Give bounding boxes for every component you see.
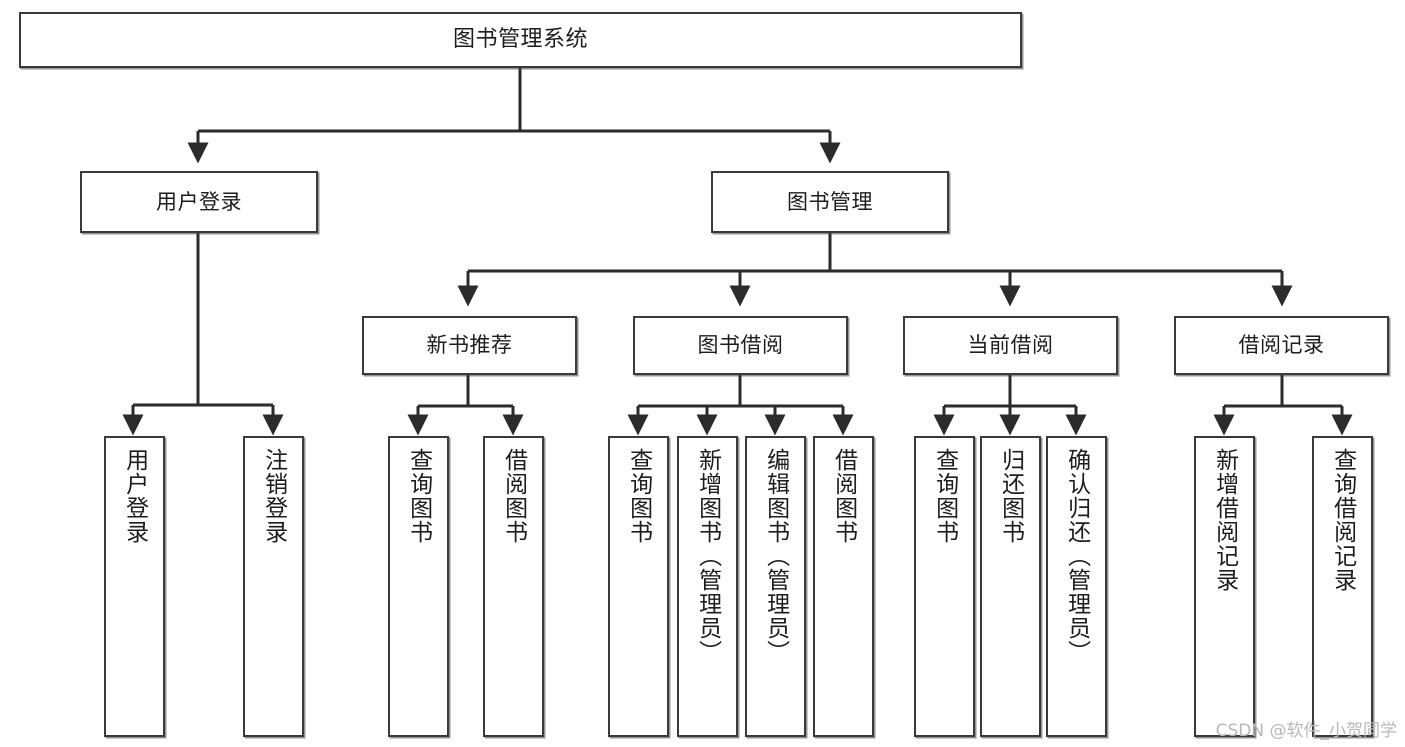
node-new-book-recommend[interactable]: 新书推荐 — [362, 316, 577, 375]
leaf-add-book-admin[interactable]: 新增图书（管理员） — [677, 436, 738, 737]
node-user-login[interactable]: 用户登录 — [80, 171, 318, 233]
node-label: 新增借阅记录 — [1211, 448, 1238, 592]
node-borrow-record[interactable]: 借阅记录 — [1174, 316, 1389, 375]
node-label: 图书借阅 — [697, 333, 784, 358]
node-label: 用户登录 — [156, 189, 242, 214]
leaf-query-book-borrow[interactable]: 查询图书 — [608, 436, 669, 737]
node-label: 借阅图书 — [500, 448, 527, 544]
node-current-borrow[interactable]: 当前借阅 — [903, 316, 1118, 375]
node-label: 当前借阅 — [967, 333, 1054, 358]
node-root-book-management-system[interactable]: 图书管理系统 — [19, 12, 1022, 68]
leaf-borrow-book[interactable]: 借阅图书 — [813, 436, 874, 737]
leaf-query-book-recommend[interactable]: 查询图书 — [388, 436, 449, 737]
node-label: 查询借阅记录 — [1329, 448, 1356, 592]
node-label: 用户登录 — [121, 448, 148, 544]
node-label: 查询图书 — [931, 448, 958, 544]
node-label: 归还图书 — [997, 448, 1024, 544]
node-label: 注销登录 — [260, 448, 287, 544]
leaf-user-login[interactable]: 用户登录 — [104, 436, 165, 737]
leaf-borrow-book-recommend[interactable]: 借阅图书 — [483, 436, 544, 737]
leaf-edit-book-admin[interactable]: 编辑图书（管理员） — [745, 436, 806, 737]
leaf-return-book[interactable]: 归还图书 — [980, 436, 1041, 737]
leaf-add-borrow-record[interactable]: 新增借阅记录 — [1194, 436, 1255, 737]
node-label: 新增图书（管理员） — [694, 448, 721, 664]
node-label: 借阅记录 — [1238, 333, 1325, 358]
node-label: 图书管理系统 — [452, 27, 588, 53]
leaf-confirm-return-admin[interactable]: 确认归还（管理员） — [1046, 436, 1107, 737]
node-label: 图书管理 — [787, 189, 873, 214]
node-label: 编辑图书（管理员） — [762, 448, 789, 664]
leaf-logout-login[interactable]: 注销登录 — [243, 436, 304, 737]
node-book-management[interactable]: 图书管理 — [711, 171, 949, 233]
node-label: 查询图书 — [625, 448, 652, 544]
node-label: 查询图书 — [405, 448, 432, 544]
watermark-text: CSDN @软件_小贺同学 — [1215, 721, 1397, 741]
node-label: 新书推荐 — [426, 333, 513, 358]
leaf-query-book-current[interactable]: 查询图书 — [914, 436, 975, 737]
node-book-borrow[interactable]: 图书借阅 — [633, 316, 848, 375]
node-label: 确认归还（管理员） — [1063, 448, 1090, 664]
node-label: 借阅图书 — [830, 448, 857, 544]
leaf-query-borrow-record[interactable]: 查询借阅记录 — [1312, 436, 1373, 737]
